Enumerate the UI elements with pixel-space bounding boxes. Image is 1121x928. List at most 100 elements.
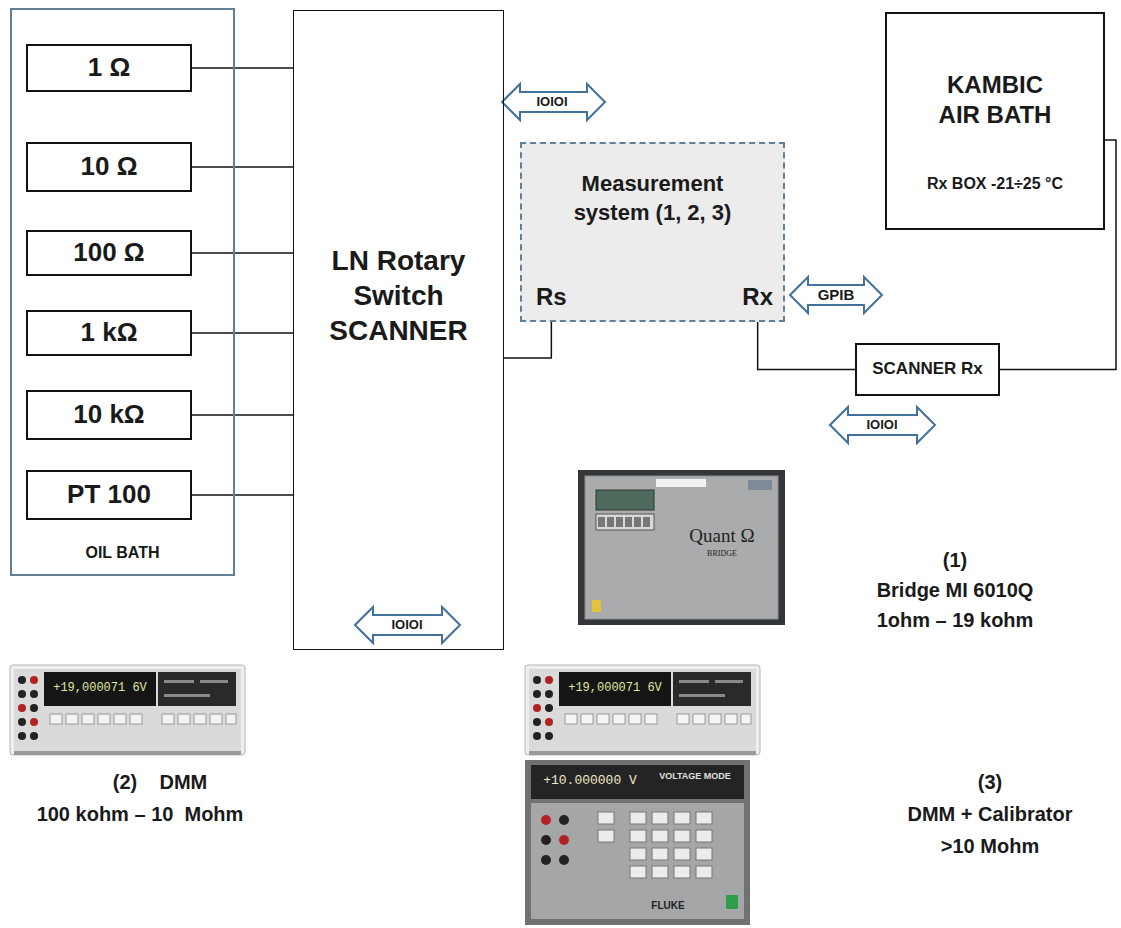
calibrator-photo — [630, 812, 646, 824]
calibrator-photo — [652, 812, 668, 824]
calibrator-photo — [598, 812, 614, 824]
dmm-photo — [525, 665, 760, 755]
bridge-photo — [634, 517, 641, 527]
data-arrow — [355, 607, 460, 643]
bridge-photo — [625, 517, 632, 527]
calibrator-photo — [674, 848, 690, 860]
bath-region: OIL BATH 1 Ω 10 Ω 100 Ω 1 kΩ 10 kΩ PT 100 — [10, 8, 235, 576]
calibrator-photo — [630, 866, 646, 878]
bridge-photo — [596, 490, 654, 510]
node-text: OIL BATH — [85, 543, 159, 562]
resistor-box: 100 Ω — [26, 230, 192, 276]
node-text: 100 Ω — [73, 237, 144, 268]
calibrator-photo — [674, 812, 690, 824]
bridge-photo — [748, 480, 772, 490]
bus-label: IOIOI — [391, 618, 422, 633]
bus-label: IOIOI — [866, 418, 897, 433]
range-note: 1ohm – 19 kohm — [877, 609, 1034, 632]
range-note: 100 kohm – 10 Mohm — [37, 803, 244, 826]
calibrator-photo — [531, 765, 744, 799]
connector-wire — [192, 414, 293, 416]
calibrator-photo — [559, 835, 569, 845]
calibrator-photo — [630, 848, 646, 860]
node-text: 10 kΩ — [73, 399, 144, 430]
measurement-box: Measurement system (1, 2, 3) Rs Rx — [520, 142, 785, 322]
bridge-photo — [643, 517, 650, 527]
calibrator-photo — [696, 812, 712, 824]
calibrator-photo — [541, 815, 551, 825]
calibrator-photo — [598, 830, 614, 842]
calibrator-photo — [559, 855, 569, 865]
connector-wire — [1000, 140, 1116, 370]
calibrator-photo — [696, 830, 712, 842]
connector-wire — [758, 322, 855, 370]
data-arrow — [502, 84, 605, 120]
bus-label: GPIB — [818, 286, 855, 303]
air-bath-box: KAMBIC AIR BATH Rx BOX -21÷25 °C — [885, 12, 1105, 230]
node-text: LN Rotary Switch SCANNER — [300, 243, 497, 348]
calibrator-photo — [541, 855, 551, 865]
display-reading: VOLTAGE MODE — [659, 771, 731, 781]
calibrator-photo — [696, 866, 712, 878]
data-arrow — [830, 407, 935, 443]
node-text: 1 kΩ — [81, 317, 138, 348]
display-reading: +19,000071 6V — [568, 682, 662, 696]
interface-arrows — [355, 84, 935, 643]
node-text: KAMBIC AIR BATH — [925, 70, 1065, 130]
node-text: SCANNER Rx — [872, 359, 983, 379]
node-text: 1 Ω — [88, 52, 131, 83]
instrument-name: DMM + Calibrator — [907, 803, 1072, 826]
connector-wire — [192, 166, 293, 168]
display-reading: +10.000000 V — [543, 774, 637, 789]
range-note: >10 Mohm — [941, 835, 1039, 858]
calibrator-photo — [541, 835, 551, 845]
calibrator-photo — [531, 803, 744, 919]
connector-wire — [192, 252, 293, 254]
scanner-box: LN Rotary Switch SCANNER — [293, 10, 504, 650]
connector-wire — [504, 322, 551, 358]
calibrator-photo — [652, 830, 668, 842]
calibrator-photo — [630, 830, 646, 842]
bridge-photo — [578, 470, 785, 625]
bridge-photo — [616, 517, 623, 527]
panel-text: Quant Ω — [689, 525, 754, 547]
instrument-name: Bridge MI 6010Q — [877, 579, 1034, 602]
display-reading: +19,000071 6V — [53, 682, 147, 696]
bridge-photo — [656, 479, 706, 487]
node-text: Measurement system (1, 2, 3) — [553, 170, 753, 227]
resistor-box: 1 Ω — [26, 44, 192, 92]
calibrator-photo — [674, 830, 690, 842]
calibrator-photo — [525, 760, 750, 925]
calibrator-photo — [652, 848, 668, 860]
calibrator-photo — [674, 866, 690, 878]
calibrator-photo — [652, 866, 668, 878]
brand-mark: FLUKE — [651, 900, 684, 912]
resistor-box: 10 Ω — [26, 142, 192, 192]
node-text: PT 100 — [67, 479, 151, 510]
scanner-box: SCANNER Rx — [855, 343, 1000, 396]
connector-wire — [192, 67, 293, 69]
bridge-photo — [592, 600, 601, 612]
panel-text: BRIDGE — [707, 549, 737, 558]
bus-label: IOIOI — [536, 95, 567, 110]
node-text: 10 Ω — [81, 151, 138, 182]
callout-number: (1) — [943, 549, 967, 572]
node-text: Rx — [742, 283, 773, 312]
bridge-photo — [607, 517, 614, 527]
gpib-arrow — [790, 277, 882, 313]
instrument-name: (2) DMM — [113, 771, 207, 794]
connector-wire — [192, 332, 293, 334]
calibrator-photo — [525, 760, 750, 925]
calibrator-photo — [726, 895, 738, 909]
connector-wire — [192, 494, 293, 496]
bridge-photo — [578, 470, 785, 625]
bridge-photo — [598, 517, 605, 527]
bridge-photo — [596, 514, 654, 530]
resistor-box: 10 kΩ — [26, 390, 192, 440]
node-text: Rx BOX -21÷25 °C — [927, 174, 1063, 193]
sensor-box: PT 100 — [26, 470, 192, 520]
resistor-box: 1 kΩ — [26, 310, 192, 356]
dmm-photo — [10, 665, 245, 755]
node-text: Rs — [536, 283, 567, 312]
